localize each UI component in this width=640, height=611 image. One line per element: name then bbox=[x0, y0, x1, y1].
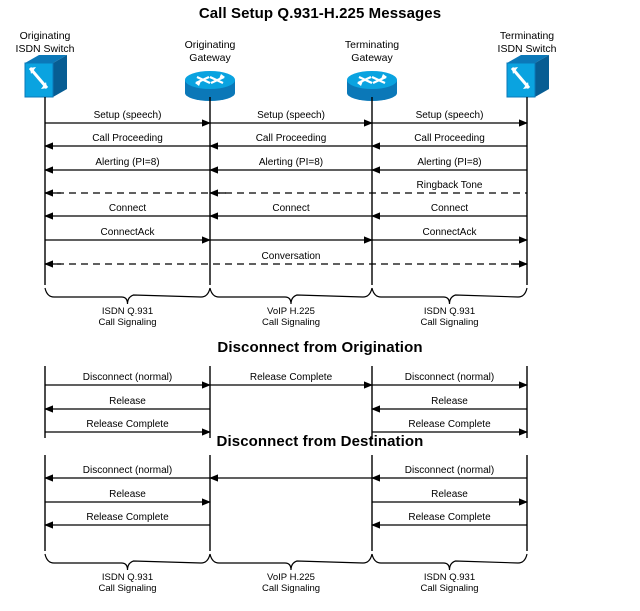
brace-label-line1: VoIP H.225 bbox=[267, 306, 315, 317]
isdn-switch-icon bbox=[506, 55, 549, 98]
message-label: Release Complete bbox=[86, 419, 169, 430]
node-orig-gateway[interactable]: Originating Gateway bbox=[185, 39, 236, 101]
message-label: Setup (speech) bbox=[416, 110, 484, 121]
message-group-call-setup: Setup (speech) Setup (speech) Setup (speec… bbox=[44, 110, 528, 268]
message-label: Call Proceeding bbox=[92, 133, 163, 144]
message-label: Conversation bbox=[262, 251, 321, 262]
message-label: Call Proceeding bbox=[414, 133, 485, 144]
message-label: Setup (speech) bbox=[257, 110, 325, 121]
node-label-line2: ISDN Switch bbox=[16, 43, 75, 55]
brace bbox=[371, 553, 528, 571]
node-orig-isdn-switch[interactable]: Originating ISDN Switch bbox=[16, 30, 75, 98]
message-label: Release bbox=[109, 396, 146, 407]
brace-label-line2: Call Signaling bbox=[262, 317, 320, 328]
section-title-disconnect-destination: Disconnect from Destination bbox=[217, 433, 424, 450]
message-label: Release Complete bbox=[250, 372, 333, 383]
section-title-disconnect-origination: Disconnect from Origination bbox=[217, 339, 422, 356]
brace-label-line1: ISDN Q.931 bbox=[424, 306, 475, 317]
message-label: Alerting (PI=8) bbox=[259, 157, 323, 168]
message-label: Connect bbox=[272, 203, 309, 214]
isdn-switch-icon bbox=[24, 55, 67, 98]
message-label: Ringback Tone bbox=[417, 180, 483, 191]
node-label-line2: Gateway bbox=[189, 52, 231, 64]
message-label: Setup (speech) bbox=[94, 110, 162, 121]
message-label: Release bbox=[109, 489, 146, 500]
brace-label-line1: ISDN Q.931 bbox=[102, 306, 153, 317]
node-label-line1: Originating bbox=[20, 30, 71, 42]
message-label: Disconnect (normal) bbox=[83, 465, 172, 476]
node-label-line2: Gateway bbox=[351, 52, 393, 64]
node-label-line1: Originating bbox=[185, 39, 236, 51]
brace bbox=[371, 287, 528, 305]
page-title: Call Setup Q.931-H.225 Messages bbox=[199, 5, 441, 22]
node-label-line1: Terminating bbox=[345, 39, 399, 51]
brace bbox=[44, 553, 211, 571]
brace-label-line2: Call Signaling bbox=[420, 583, 478, 594]
message-group-disconnect-origination: Disconnect (normal) Release Complete Disco… bbox=[44, 372, 528, 436]
message-label: ConnectAck bbox=[101, 227, 156, 238]
message-label: Call Proceeding bbox=[256, 133, 327, 144]
message-label: Release Complete bbox=[408, 512, 491, 523]
message-label: Connect bbox=[431, 203, 468, 214]
message-group-disconnect-destination: Disconnect (normal) Disconnect (normal) Re… bbox=[44, 465, 528, 529]
brace-label-line2: Call Signaling bbox=[98, 317, 156, 328]
brace-label-line1: VoIP H.225 bbox=[267, 572, 315, 583]
message-label: Alerting (PI=8) bbox=[95, 157, 159, 168]
message-label: Connect bbox=[109, 203, 146, 214]
brace-label-line2: Call Signaling bbox=[98, 583, 156, 594]
message-label: ConnectAck bbox=[423, 227, 478, 238]
message-label: Release Complete bbox=[86, 512, 169, 523]
brace bbox=[209, 553, 373, 571]
router-icon bbox=[185, 71, 235, 101]
brace bbox=[44, 287, 211, 305]
message-label: Alerting (PI=8) bbox=[417, 157, 481, 168]
node-label-line1: Terminating bbox=[500, 30, 554, 42]
brace-label-line2: Call Signaling bbox=[420, 317, 478, 328]
message-label: Release bbox=[431, 396, 468, 407]
message-label: Release Complete bbox=[408, 419, 491, 430]
message-label: Disconnect (normal) bbox=[405, 372, 494, 383]
message-label: Release bbox=[431, 489, 468, 500]
brace bbox=[209, 287, 373, 305]
node-term-gateway[interactable]: Terminating Gateway bbox=[345, 39, 399, 101]
node-term-isdn-switch[interactable]: Terminating ISDN Switch bbox=[498, 30, 557, 98]
brace-label-line2: Call Signaling bbox=[262, 583, 320, 594]
brace-label-line1: ISDN Q.931 bbox=[102, 572, 153, 583]
message-label: Disconnect (normal) bbox=[405, 465, 494, 476]
message-label: Disconnect (normal) bbox=[83, 372, 172, 383]
node-label-line2: ISDN Switch bbox=[498, 43, 557, 55]
brace-label-line1: ISDN Q.931 bbox=[424, 572, 475, 583]
router-icon bbox=[347, 71, 397, 101]
